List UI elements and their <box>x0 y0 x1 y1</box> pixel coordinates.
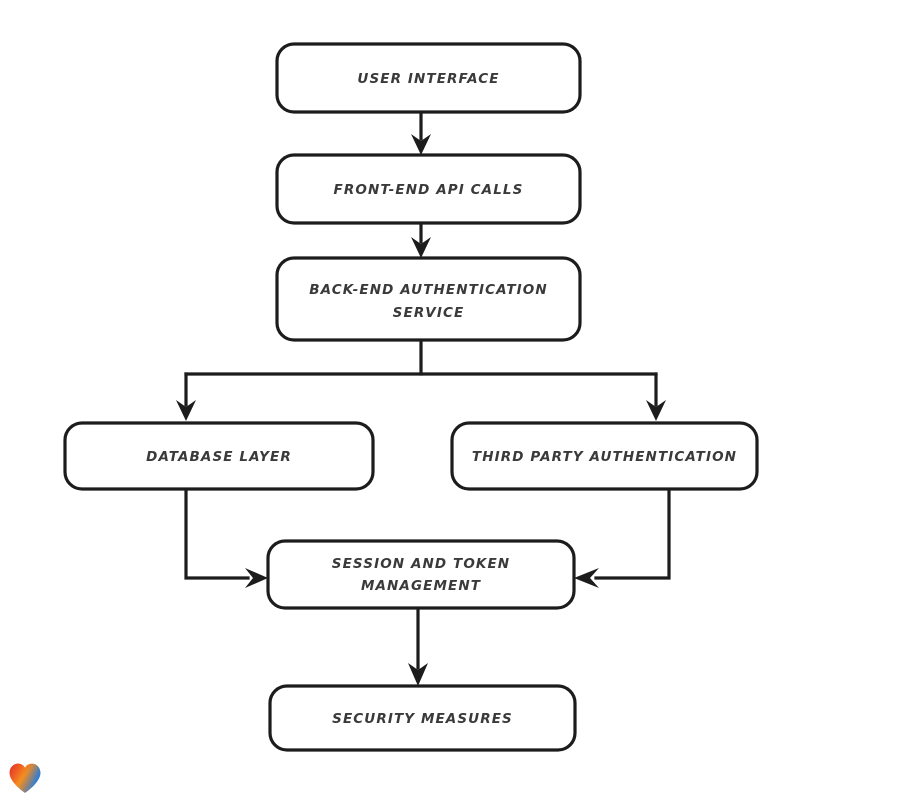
edge-front-end-api-calls-to-back-end-authentication-service <box>411 221 431 258</box>
node-back-end-authentication-service-label-line2: SERVICE <box>393 305 465 321</box>
node-user-interface-shape[interactable] <box>275 42 582 114</box>
edge-third-party-authentication-to-session-and-token-management <box>574 487 671 588</box>
node-session-and-token-management[interactable]: SESSION AND TOKEN MANAGEMENT <box>266 539 576 610</box>
node-user-interface[interactable]: USER INTERFACE <box>275 42 582 114</box>
node-front-end-api-calls[interactable]: FRONT-END API CALLS <box>275 153 582 225</box>
edge-back-end-authentication-service-to-branch-bar <box>184 338 658 376</box>
heart-icon <box>9 763 41 793</box>
node-third-party-authentication-shape[interactable] <box>450 421 759 491</box>
edge-session-and-token-management-to-security-measures <box>408 606 428 686</box>
edge-branch-to-third-party-authentication <box>646 372 666 421</box>
node-database-layer-shape[interactable] <box>63 421 375 491</box>
node-session-and-token-management-label-line2: MANAGEMENT <box>361 578 482 594</box>
node-database-layer[interactable]: DATABASE LAYER <box>63 421 375 491</box>
edge-user-interface-to-front-end-api-calls <box>411 110 431 155</box>
node-back-end-authentication-service[interactable]: BACK-END AUTHENTICATION SERVICE <box>275 256 582 342</box>
node-third-party-authentication-label: THIRD PARTY AUTHENTICATION <box>472 449 737 465</box>
edge-branch-to-database-layer <box>176 372 196 421</box>
node-user-interface-label: USER INTERFACE <box>357 71 499 87</box>
edge-database-layer-to-session-and-token-management <box>184 487 268 588</box>
node-front-end-api-calls-label: FRONT-END API CALLS <box>334 182 524 198</box>
node-front-end-api-calls-shape[interactable] <box>275 153 582 225</box>
heart-icon-overlay <box>9 763 41 793</box>
node-back-end-authentication-service-label-line1: BACK-END AUTHENTICATION <box>309 282 548 298</box>
node-third-party-authentication[interactable]: THIRD PARTY AUTHENTICATION <box>450 421 759 491</box>
node-security-measures-label: SECURITY MEASURES <box>332 711 513 727</box>
node-security-measures[interactable]: SECURITY MEASURES <box>268 684 577 752</box>
node-session-and-token-management-shape[interactable] <box>266 539 576 610</box>
node-back-end-authentication-service-shape[interactable] <box>275 256 582 342</box>
node-database-layer-label: DATABASE LAYER <box>146 449 292 465</box>
node-security-measures-shape[interactable] <box>268 684 577 752</box>
node-session-and-token-management-label-line1: SESSION AND TOKEN <box>332 556 510 572</box>
